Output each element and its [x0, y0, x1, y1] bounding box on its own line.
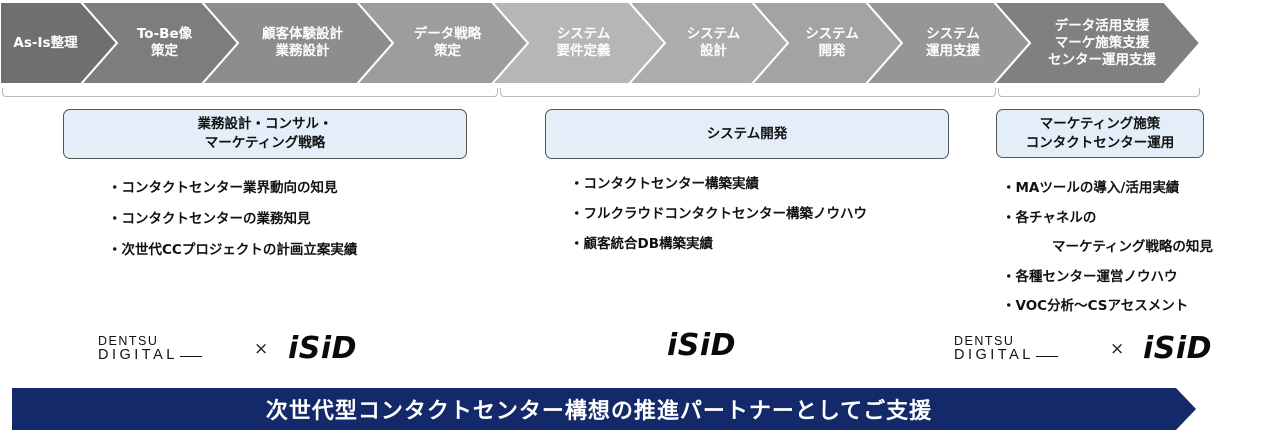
- banner-arrow: [12, 388, 1196, 430]
- list-item: 各チャネルの: [1002, 206, 1213, 236]
- list-item: コンタクトセンター構築実績: [570, 172, 867, 202]
- category-box-system: システム開発: [545, 109, 949, 159]
- list-item: 各種センター運営ノウハウ: [1002, 265, 1213, 295]
- bracket-operation: [998, 88, 1200, 97]
- process-chevron: [991, 0, 1202, 85]
- list-item: 顧客統合DB構築実績: [570, 232, 867, 262]
- list-item: VOC分析～CSアセスメント: [1002, 294, 1213, 324]
- list-item: 次世代CCプロジェクトの計画立案実績: [108, 238, 358, 269]
- bullet-list-consulting: コンタクトセンター業界動向の知見 コンタクトセンターの業務知見 次世代CCプロジ…: [108, 176, 358, 269]
- bracket-consulting: [2, 88, 498, 97]
- process-chevron-label: データ戦略 策定: [413, 26, 482, 59]
- process-chevrons: [0, 0, 1202, 85]
- category-box-consulting: 業務設計・コンサル・ マーケティング戦略: [63, 109, 467, 159]
- process-chevron-label: システム 設計: [686, 26, 741, 59]
- dentsu-digital-logo: DENTSU DIGITAL: [954, 334, 1058, 363]
- bullet-list-operation: MAツールの導入/活用実績 各チャネルの マーケティング戦略の知見 各種センター…: [1002, 176, 1213, 324]
- isid-logo: iSiD: [288, 331, 358, 366]
- isid-logo: iSiD: [1143, 331, 1213, 366]
- process-chevron-label: システム 開発: [805, 26, 859, 59]
- bracket-system: [500, 88, 996, 97]
- times-symbol: ×: [254, 339, 269, 359]
- times-symbol: ×: [1110, 339, 1125, 359]
- bullet-list-system: コンタクトセンター構築実績 フルクラウドコンタクトセンター構築ノウハウ 顧客統合…: [570, 172, 868, 262]
- process-chevron-label: システム 要件定義: [556, 26, 611, 59]
- process-chevron-label: 顧客体験設計 業務設計: [262, 26, 343, 59]
- banner-text: 次世代型コンタクトセンター構想の推進パートナーとしてご支援: [265, 399, 933, 424]
- isid-logo: iSiD: [667, 328, 737, 363]
- process-chevron-label: To-Be像 策定: [136, 26, 193, 59]
- list-item: MAツールの導入/活用実績: [1002, 176, 1213, 206]
- list-item: フルクラウドコンタクトセンター構築ノウハウ: [570, 202, 868, 232]
- process-chevron-label: システム 運用支援: [926, 26, 980, 59]
- dentsu-digital-logo: DENTSU DIGITAL: [98, 334, 202, 363]
- banner-shape: [12, 388, 1196, 430]
- list-item: マーケティング戦略の知見: [1052, 239, 1213, 255]
- list-item: コンタクトセンターの業務知見: [108, 207, 357, 238]
- process-chevron-label: As-Is整理: [13, 34, 78, 51]
- process-chevron-label: データ活用支援 マーケ施策支援 センター運用支援: [1048, 17, 1156, 68]
- list-item: コンタクトセンター業界動向の知見: [108, 176, 357, 207]
- category-box-operation: マーケティング施策 コンタクトセンター運用: [996, 109, 1204, 158]
